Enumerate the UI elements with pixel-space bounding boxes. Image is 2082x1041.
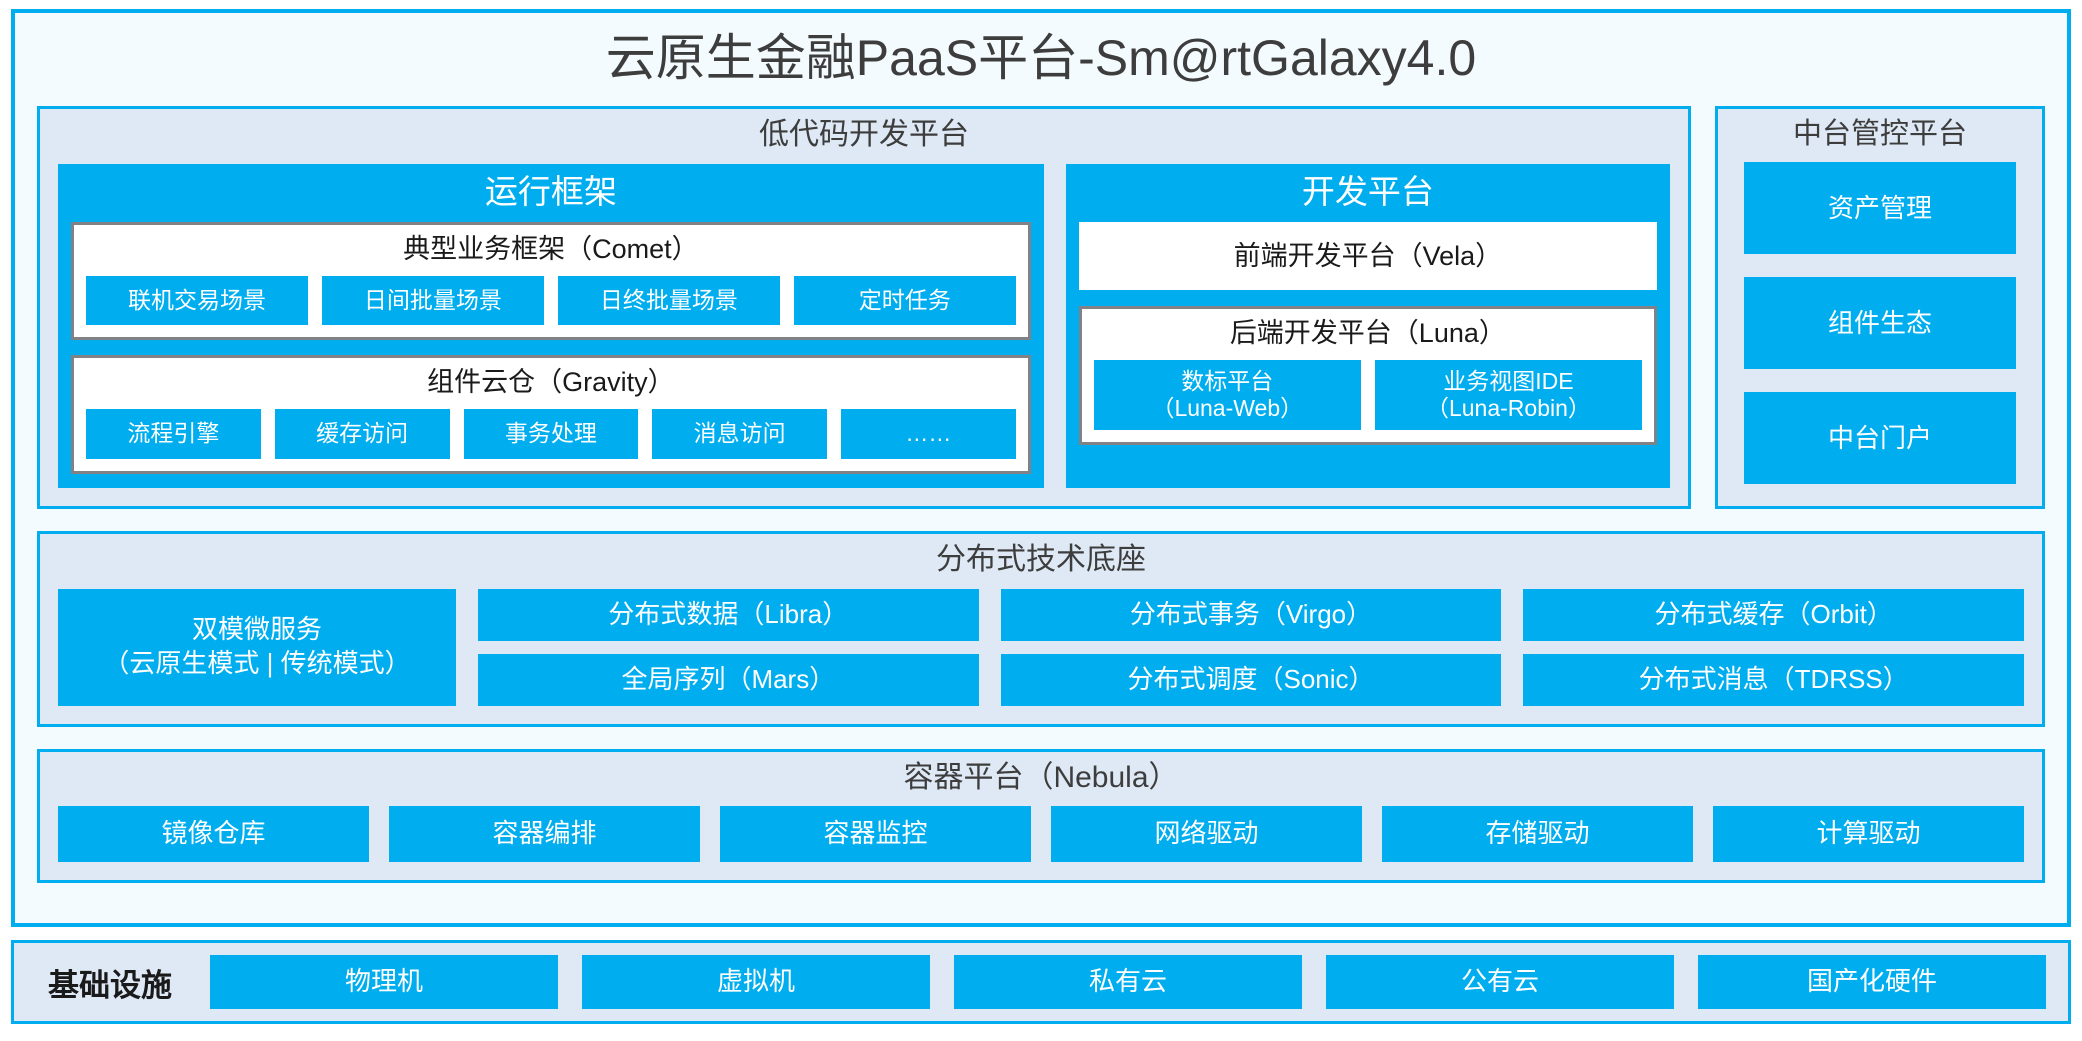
frontend-dev-platform-card[interactable]: 前端开发平台（Vela）	[1078, 221, 1657, 291]
luna-robin-label-line2: （Luna-Robin）	[1425, 395, 1591, 422]
gravity-item[interactable]: 事务处理	[463, 409, 639, 460]
lowcode-platform-title: 低代码开发平台	[759, 118, 969, 151]
luna-robin-label-line1: 业务视图IDE	[1443, 368, 1574, 395]
backend-dev-platform-items: 数标平台 （Luna-Web） 业务视图IDE （Luna-Robin）	[1093, 360, 1642, 431]
distributed-base-title: 分布式技术底座	[936, 543, 1146, 577]
infrastructure-item-physical-machine[interactable]: 物理机	[210, 955, 558, 1009]
gravity-item[interactable]: 缓存访问	[274, 409, 450, 460]
luna-robin-chip[interactable]: 业务视图IDE （Luna-Robin）	[1374, 360, 1642, 431]
comet-item[interactable]: 日间批量场景	[321, 275, 544, 326]
midcontrol-item-asset-management[interactable]: 资产管理	[1744, 162, 2016, 255]
container-platform-title: 容器平台（Nebula）	[903, 760, 1179, 794]
comet-title: 典型业务框架（Comet）	[403, 233, 699, 264]
backend-dev-platform-title: 后端开发平台（Luna）	[1229, 318, 1506, 349]
development-platform-title: 开发平台	[1301, 172, 1434, 210]
luna-web-label-line2: （Luna-Web）	[1151, 395, 1304, 422]
midcontrol-platform-title: 中台管控平台	[1792, 118, 1967, 150]
distributed-item-orbit[interactable]: 分布式缓存（Orbit）	[1523, 588, 2025, 641]
distributed-item-tdrss[interactable]: 分布式消息（TDRSS）	[1523, 653, 2025, 706]
page-title: 云原生金融PaaS平台-Sm@rtGalaxy4.0	[605, 30, 1477, 86]
comet-items: 联机交易场景 日间批量场景 日终批量场景 定时任务	[86, 275, 1016, 326]
container-item-monitoring[interactable]: 容器监控	[720, 806, 1031, 863]
infrastructure-item-domestic-hardware[interactable]: 国产化硬件	[1698, 955, 2046, 1009]
top-row: 低代码开发平台 运行框架 典型业务框架（Comet） 联机交易场景 日间批量场景…	[37, 106, 2045, 510]
distributed-item-virgo[interactable]: 分布式事务（Virgo）	[1000, 588, 1502, 641]
distributed-item-sonic[interactable]: 分布式调度（Sonic）	[1000, 653, 1502, 706]
midcontrol-items: 资产管理 组件生态 中台门户	[1744, 162, 2016, 485]
container-item-image-repository[interactable]: 镜像仓库	[58, 806, 369, 863]
container-item-compute-driver[interactable]: 计算驱动	[1713, 806, 2024, 863]
distributed-item-libra[interactable]: 分布式数据（Libra）	[478, 588, 979, 641]
midcontrol-item-component-ecosystem[interactable]: 组件生态	[1744, 277, 2016, 370]
gravity-items: 流程引擎 缓存访问 事务处理 消息访问 ……	[86, 409, 1016, 460]
distributed-column-3: 分布式缓存（Orbit） 分布式消息（TDRSS）	[1523, 588, 2025, 706]
distributed-base-grid: 双模微服务 （云原生模式 | 传统模式） 分布式数据（Libra） 全局序列（M…	[58, 588, 2025, 706]
infrastructure-item-virtual-machine[interactable]: 虚拟机	[582, 955, 930, 1009]
distributed-item-mars[interactable]: 全局序列（Mars）	[478, 653, 979, 706]
platform-main-card: 云原生金融PaaS平台-Sm@rtGalaxy4.0 低代码开发平台 运行框架 …	[11, 9, 2071, 927]
distributed-column-1: 分布式数据（Libra） 全局序列（Mars）	[478, 588, 979, 706]
gravity-item[interactable]: 流程引擎	[86, 409, 261, 460]
infrastructure-bar: 基础设施 物理机 虚拟机 私有云 公有云 国产化硬件	[11, 940, 2071, 1024]
backend-dev-platform-card: 后端开发平台（Luna） 数标平台 （Luna-Web） 业务视图IDE （Lu…	[1078, 306, 1657, 446]
gravity-title: 组件云仓（Gravity）	[427, 367, 675, 398]
comet-card: 典型业务框架（Comet） 联机交易场景 日间批量场景 日终批量场景 定时任务	[71, 221, 1031, 341]
distributed-base-panel: 分布式技术底座 双模微服务 （云原生模式 | 传统模式） 分布式数据（Libra…	[37, 531, 2045, 727]
container-platform-panel: 容器平台（Nebula） 镜像仓库 容器编排 容器监控 网络驱动 存储驱动 计算…	[37, 748, 2045, 884]
gravity-item-more[interactable]: ……	[841, 409, 1016, 460]
container-item-orchestration[interactable]: 容器编排	[389, 806, 700, 863]
gravity-card: 组件云仓（Gravity） 流程引擎 缓存访问 事务处理 消息访问 ……	[71, 355, 1031, 475]
distributed-column-2: 分布式事务（Virgo） 分布式调度（Sonic）	[1000, 588, 1502, 706]
comet-item[interactable]: 日终批量场景	[557, 275, 780, 326]
infrastructure-items: 物理机 虚拟机 私有云 公有云 国产化硬件	[210, 955, 2046, 1009]
infrastructure-item-private-cloud[interactable]: 私有云	[954, 955, 1302, 1009]
dual-mode-microservice-wrapper: 双模微服务 （云原生模式 | 传统模式）	[58, 588, 456, 706]
infrastructure-item-public-cloud[interactable]: 公有云	[1326, 955, 1674, 1009]
runtime-framework-title: 运行框架	[484, 172, 617, 210]
dual-mode-microservice-chip[interactable]: 双模微服务 （云原生模式 | 传统模式）	[58, 588, 456, 706]
midcontrol-platform-panel: 中台管控平台 资产管理 组件生态 中台门户	[1715, 106, 2045, 510]
lowcode-platform-panel: 低代码开发平台 运行框架 典型业务框架（Comet） 联机交易场景 日间批量场景…	[37, 106, 1691, 510]
infrastructure-label: 基础设施	[48, 967, 172, 1003]
gravity-item[interactable]: 消息访问	[652, 409, 827, 460]
midcontrol-item-portal[interactable]: 中台门户	[1744, 392, 2016, 485]
container-item-network-driver[interactable]: 网络驱动	[1051, 806, 1362, 863]
container-item-storage-driver[interactable]: 存储驱动	[1382, 806, 1693, 863]
comet-item[interactable]: 定时任务	[793, 275, 1016, 326]
comet-item[interactable]: 联机交易场景	[86, 275, 308, 326]
development-platform-block: 开发平台 前端开发平台（Vela） 后端开发平台（Luna） 数标平台 （Lun…	[1065, 163, 1670, 489]
luna-web-label-line1: 数标平台	[1181, 368, 1274, 395]
runtime-framework-block: 运行框架 典型业务框架（Comet） 联机交易场景 日间批量场景 日终批量场景 …	[58, 163, 1044, 489]
luna-web-chip[interactable]: 数标平台 （Luna-Web）	[1093, 360, 1361, 431]
container-platform-items: 镜像仓库 容器编排 容器监控 网络驱动 存储驱动 计算驱动	[58, 806, 2024, 863]
dual-mode-label-line1: 双模微服务	[191, 614, 322, 645]
dual-mode-label-line2: （云原生模式 | 传统模式）	[103, 648, 411, 679]
